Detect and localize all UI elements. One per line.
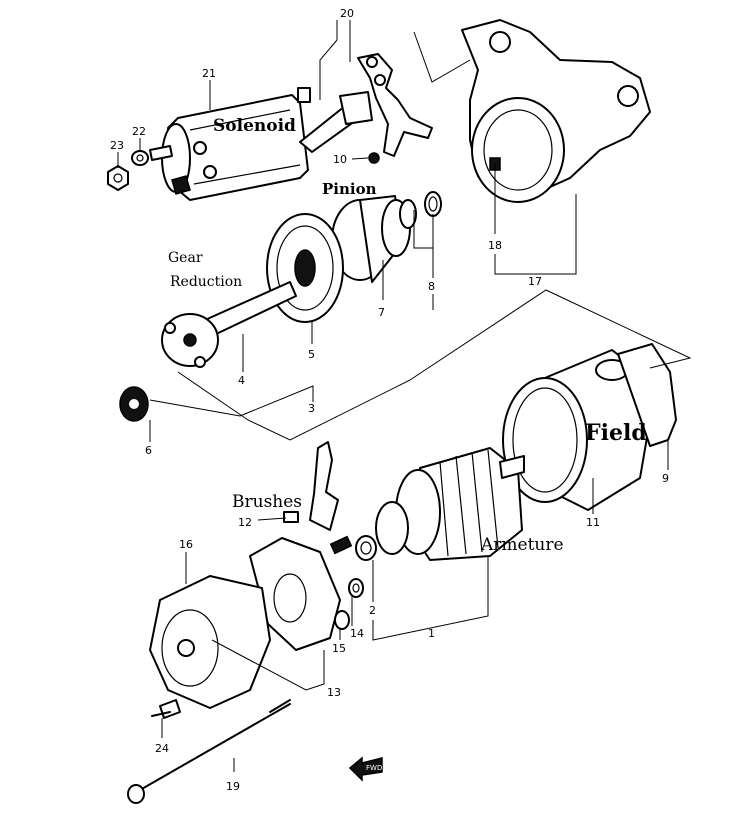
internal-gear-part-5 (266, 213, 344, 323)
nut-part-23 (107, 165, 129, 191)
spring-part-14 (348, 578, 364, 598)
label-gear: Gear (168, 250, 203, 266)
fwd-text: FWD (366, 764, 382, 772)
armature-part-1 (375, 447, 525, 561)
part-number-19: 19 (226, 780, 240, 793)
part-number-11: 11 (586, 516, 600, 529)
part-number-6: 6 (145, 444, 152, 457)
part-number-15: 15 (332, 642, 346, 655)
end-frame-part-16 (149, 575, 271, 709)
part-number-23: 23 (110, 139, 124, 152)
part-number-14: 14 (350, 627, 364, 640)
part-number-21: 21 (202, 67, 216, 80)
washer-part-22 (131, 150, 149, 166)
part-number-1: 1 (428, 627, 435, 640)
part-number-12: 12 (238, 516, 252, 529)
shift-lever-part-20 (357, 53, 433, 157)
grommet-part-9 (617, 343, 677, 447)
part-number-16: 16 (179, 538, 193, 551)
label-field: Field (585, 420, 647, 446)
label-brushes: Brushes (232, 492, 302, 512)
part-number-8: 8 (428, 280, 435, 293)
part-number-20: 20 (340, 7, 354, 20)
ring-part-2 (355, 535, 377, 561)
ring-part-8 (424, 191, 442, 217)
through-bolt-part-19 (127, 699, 291, 804)
label-solenoid: Solenoid (213, 116, 296, 136)
part-number-13: 13 (327, 686, 341, 699)
housing-part-17 (461, 19, 651, 203)
spring-part-15 (334, 610, 350, 630)
fwd-arrow-icon: FWD (348, 756, 383, 782)
part-number-24: 24 (155, 742, 169, 755)
leader-lines (117, 20, 692, 772)
gear-part-6 (119, 386, 149, 422)
brush-part-12 (283, 441, 353, 555)
part-number-5: 5 (308, 348, 315, 361)
shaft-part-4 (161, 281, 297, 368)
part-number-3: 3 (308, 402, 315, 415)
part-number-18: 18 (488, 239, 502, 252)
solenoid-assembly (149, 87, 311, 201)
pinion-assembly-part-7 (331, 195, 417, 283)
part-number-22: 22 (132, 125, 146, 138)
screw-part-24 (151, 699, 181, 719)
part-number-2: 2 (369, 604, 376, 617)
part-number-10: 10 (333, 153, 347, 166)
label-armeture: Armeture (480, 535, 564, 555)
plunger-shaft (299, 91, 380, 164)
part-number-4: 4 (238, 374, 245, 387)
part-number-9: 9 (662, 472, 669, 485)
label-pinion: Pinion (322, 180, 377, 198)
part-number-17: 17 (528, 275, 542, 288)
part-number-7: 7 (378, 306, 385, 319)
label-reduction: Reduction (170, 274, 242, 290)
